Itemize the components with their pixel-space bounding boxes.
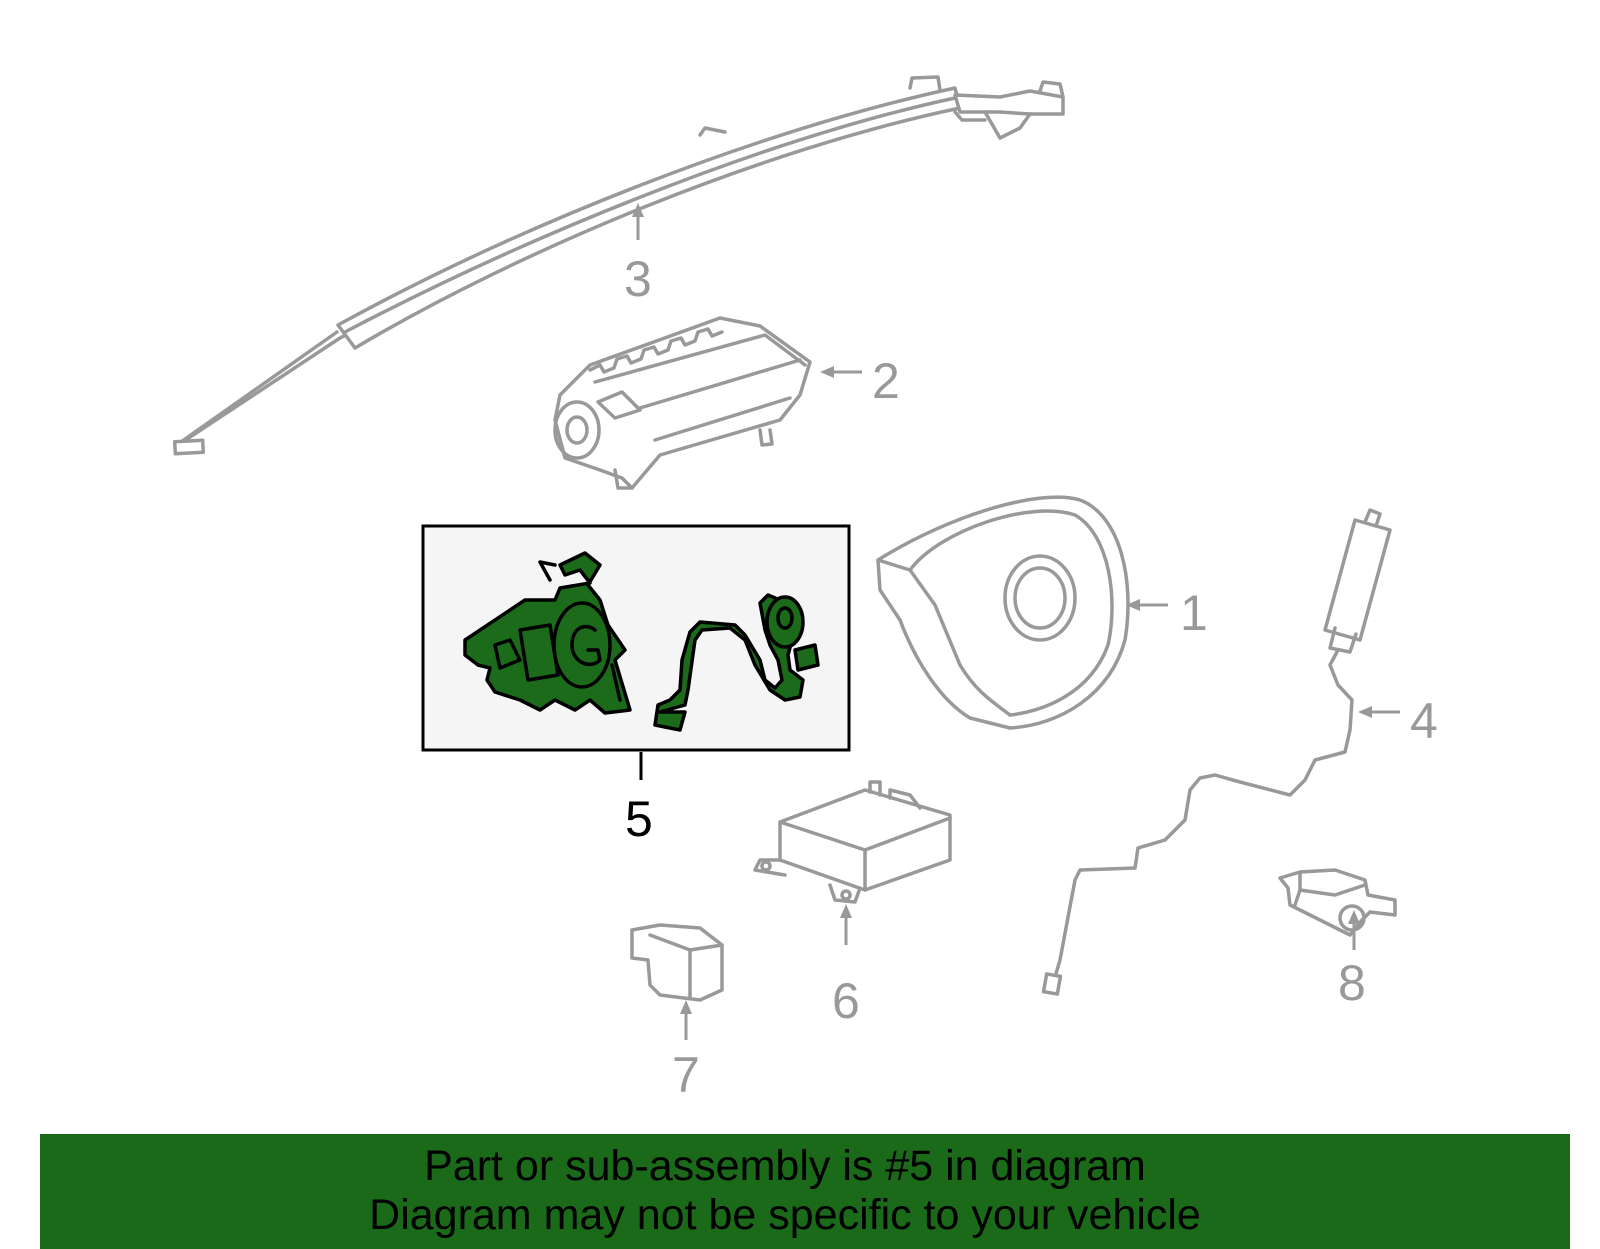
front-impact-sensor-icon (1278, 868, 1397, 937)
callouts: 3 2 1 4 5 6 7 8 (624, 251, 1438, 1103)
banner-line-1: Part or sub-assembly is #5 in diagram (424, 1142, 1146, 1190)
callout-6: 6 (832, 973, 860, 1029)
callout-8: 8 (1338, 955, 1366, 1011)
side-impact-sensor-cable-icon (1041, 508, 1392, 996)
airbag-control-module-icon (753, 780, 952, 904)
impact-sensor-icon (630, 923, 724, 1002)
leader-lines (632, 203, 1400, 1040)
info-banner: Part or sub-assembly is #5 in diagram Di… (40, 1134, 1570, 1249)
callout-7: 7 (672, 1047, 700, 1103)
callout-3: 3 (624, 251, 652, 307)
callout-5: 5 (625, 791, 653, 847)
driver-airbag-icon (876, 495, 1130, 730)
callout-2: 2 (872, 353, 900, 409)
curtain-airbag-icon (172, 75, 1065, 456)
callout-1: 1 (1180, 585, 1208, 641)
callout-4: 4 (1410, 693, 1438, 749)
clockspring-assembly-icon (463, 551, 820, 732)
passenger-airbag-icon (553, 316, 812, 490)
banner-line-2: Diagram may not be specific to your vehi… (369, 1191, 1201, 1239)
